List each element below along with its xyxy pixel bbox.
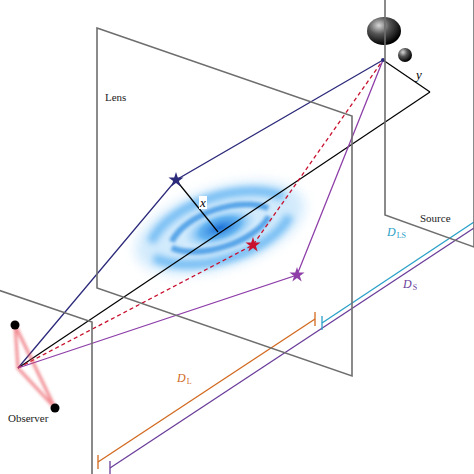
plane-outline xyxy=(0,290,93,474)
galaxy xyxy=(124,163,316,293)
ray-red xyxy=(18,60,383,368)
image-star xyxy=(289,267,304,281)
offset-label: x xyxy=(199,196,207,209)
optical-axis xyxy=(18,92,430,368)
observer-images xyxy=(11,321,60,413)
x-offset xyxy=(176,180,218,232)
ray-navy xyxy=(18,60,383,368)
source-images xyxy=(367,17,412,62)
distance-subscript: S xyxy=(412,284,418,292)
plane-outline xyxy=(97,28,353,377)
plane-label: Source xyxy=(420,212,451,225)
lens-plane: Lens xyxy=(97,28,353,377)
offset-label: y xyxy=(415,68,423,81)
source-plane: Source xyxy=(385,0,474,248)
plane-label: Lens xyxy=(105,91,126,104)
y-offset xyxy=(383,60,430,92)
distance-subscript: LS xyxy=(396,232,407,240)
plane-outline xyxy=(385,0,474,248)
image-star xyxy=(245,237,260,251)
ray-purple xyxy=(18,60,383,368)
observer-plane: Observer xyxy=(0,290,93,474)
distance-subscript: L xyxy=(186,378,193,386)
plane-label: Observer xyxy=(8,412,48,425)
image-star xyxy=(168,172,183,186)
distance-bars xyxy=(98,222,474,474)
